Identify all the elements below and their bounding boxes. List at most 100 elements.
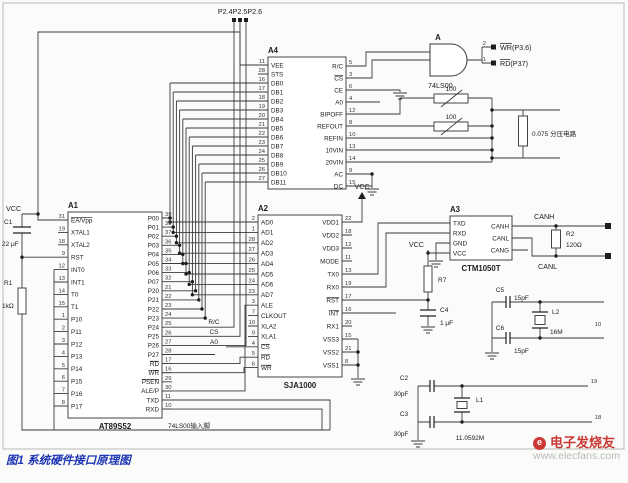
pin-label: AD6 [261,282,274,289]
vcc-label-r7: VCC [409,240,424,249]
pin-label: ALE/P [141,388,159,395]
pin-label: AD5 [261,271,274,278]
pin-label: P15 [71,379,83,386]
pin-label: GND [453,240,467,247]
vcc-arrow-icon [358,192,366,199]
ref-c2: C2 [400,375,409,382]
junction-dot [460,420,464,424]
pin-label: P21 [148,297,160,304]
pin-number: 29 [165,376,171,382]
junction-dot [490,148,494,152]
pin-label: RX1 [327,323,340,330]
pin-number: 39 [165,212,171,218]
pin-number: 8 [349,120,352,126]
terminal-canl [605,253,611,259]
terminal-p25 [238,18,242,22]
pin-label: REFIN [324,135,343,142]
ground-symbol [429,260,443,268]
value-r2: 120Ω [566,242,582,249]
wr-bar: WR [500,43,512,52]
pin-number: 38 [165,221,171,227]
pin-label: XLA1 [261,334,277,341]
pin-tag-2: 2 [483,41,486,47]
chip-a2-body [257,214,343,378]
pin-label: ALE [261,303,273,310]
net-label-a0: A0 [210,339,218,346]
chip-a1-body [67,211,163,419]
nand-gate [429,43,468,77]
pin-label: RXD [453,230,467,237]
ground-symbol [365,188,379,196]
pin-number: 17 [345,294,351,300]
ground-symbol [485,352,499,360]
pin-number: 31 [59,214,65,220]
terminal-rd [491,60,496,66]
chip-a4-body [267,56,347,190]
pin-number: 32 [165,276,171,282]
pin-number: 5 [252,351,255,357]
net-label-rd: RD(P37) [500,59,528,68]
junction-dot [171,230,175,235]
pin-number: 34 [165,258,172,264]
gate-ref: A [435,33,441,42]
pin-number: 23 [165,303,171,309]
pin-number: 1 [252,226,255,232]
pin-number: 5 [349,60,352,66]
junction-dot [177,243,182,247]
pin-label: P23 [148,315,160,322]
watermark-brand: 电子发烧友 [550,435,616,450]
frame [2,2,625,450]
pin-number: 18 [59,239,65,245]
pin-label: T0 [71,292,79,299]
pin-label: RXD [146,406,160,413]
junction-dot [187,270,191,275]
pin-label: XLA2 [261,323,277,330]
pin-label: REFOUT [317,123,343,130]
net-label-canh: CANH [534,212,554,221]
pin-number: 26 [165,330,171,336]
pin-number: 6 [62,375,65,381]
pin-number: 4 [349,96,353,102]
value-l2: 16M [550,329,563,336]
pin-number: 19 [259,104,265,110]
junction-dot [190,293,195,297]
pin-number: 16 [165,367,171,373]
pin-label: P03 [148,243,160,250]
pin-number: 16 [345,307,351,313]
pin-number: 8 [345,359,348,365]
net-label-rc: R/C [208,319,220,326]
pin-label: XTAL2 [71,242,90,249]
watermark-site: www.elecfans.com [533,450,620,463]
pin-number: 23 [249,289,255,295]
pin-label: P16 [71,391,83,398]
pin-label: CLKOUT [261,313,287,320]
pin-number: 6 [349,84,352,90]
pin-label: DB4 [271,116,284,123]
junction-dot [36,212,40,216]
pin-label: STS [271,71,283,78]
pin-tag-10: 10 [595,322,601,328]
pin-number: 5 [62,363,65,369]
resistor-divider [518,115,528,147]
pin-number: 22 [165,294,171,300]
pin-label: RST [71,255,84,262]
pin-label: AC [334,171,343,178]
pin-label: P02 [148,234,160,241]
terminal-canh [605,223,611,229]
pin-number: 11 [259,59,265,65]
pin-label: P25 [148,334,160,341]
pin-label: DB10 [271,170,287,177]
pin-number: 4 [62,350,66,356]
pin-tag-18: 18 [595,415,601,421]
net-label-p2-bus: P2.4P2.5P2.6 [218,7,262,16]
pin-number: 20 [345,320,351,326]
pin-number: 12 [349,108,355,114]
pin-number: 7 [252,310,255,316]
junction-dot [184,261,188,266]
resistor-r7 [423,265,433,293]
pin-number: 10 [249,320,255,326]
junction-dot [490,108,494,112]
chip-a2-name: SJA1000 [284,381,317,390]
ref-r7: R7 [438,277,447,284]
